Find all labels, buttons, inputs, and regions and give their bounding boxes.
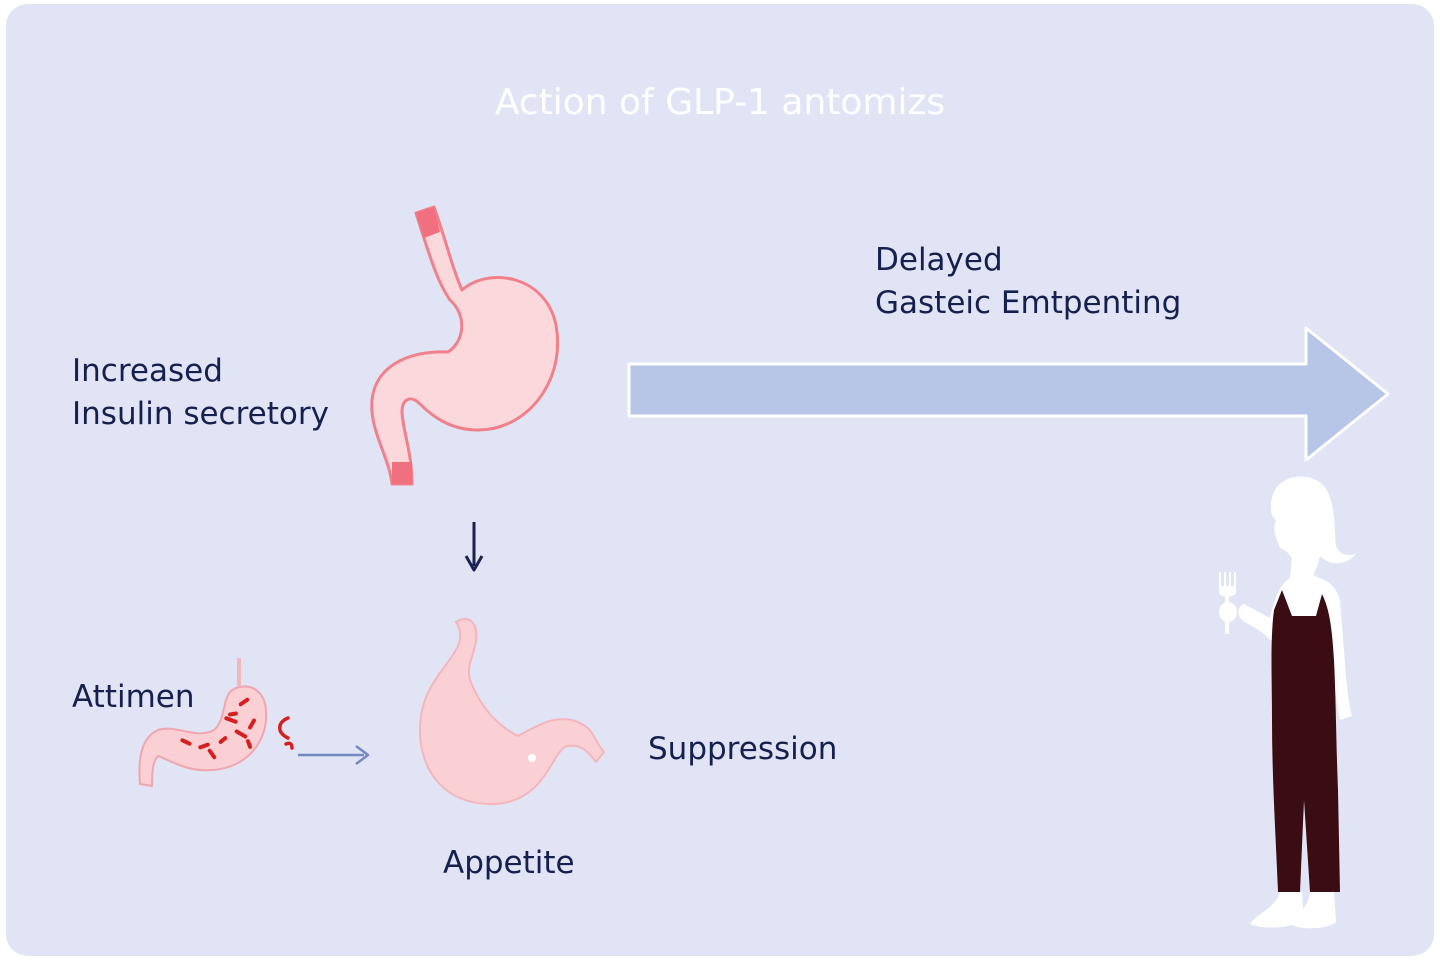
down-arrow-icon xyxy=(464,522,484,572)
delayed-gastric-emptying-label: Delayed Gasteic Emtpenting xyxy=(875,239,1181,325)
duodenum-band xyxy=(392,462,412,484)
hand xyxy=(1219,602,1237,622)
bacteria-cluster xyxy=(180,697,256,760)
lower-stomach-icon xyxy=(419,617,605,806)
esophagus-band xyxy=(416,207,440,238)
stomach-highlight xyxy=(528,754,536,762)
gut-bacteria-stomach-icon xyxy=(138,658,294,787)
increased-label-line-1: Increased xyxy=(72,353,223,389)
attimen-label: Attimen xyxy=(72,679,195,715)
delayed-label-line-1: Delayed xyxy=(875,242,1003,278)
appetite-label: Appetite xyxy=(443,845,575,881)
suppression-label: Suppression xyxy=(648,731,838,767)
increased-insulin-label: Increased Insulin secretory xyxy=(72,350,329,436)
diagram-panel xyxy=(6,4,1434,956)
right-arrow-icon xyxy=(627,326,1390,462)
upper-stomach-icon xyxy=(370,205,559,486)
diagram-title: Action of GLP-1 antomizs xyxy=(494,82,946,123)
woman-holding-fork-icon xyxy=(1218,476,1356,929)
fork-icon xyxy=(1218,572,1237,634)
delayed-label-line-2: Gasteic Emtpenting xyxy=(875,285,1182,321)
increased-label-line-2: Insulin secretory xyxy=(72,396,329,432)
small-right-arrow-icon xyxy=(298,745,370,765)
